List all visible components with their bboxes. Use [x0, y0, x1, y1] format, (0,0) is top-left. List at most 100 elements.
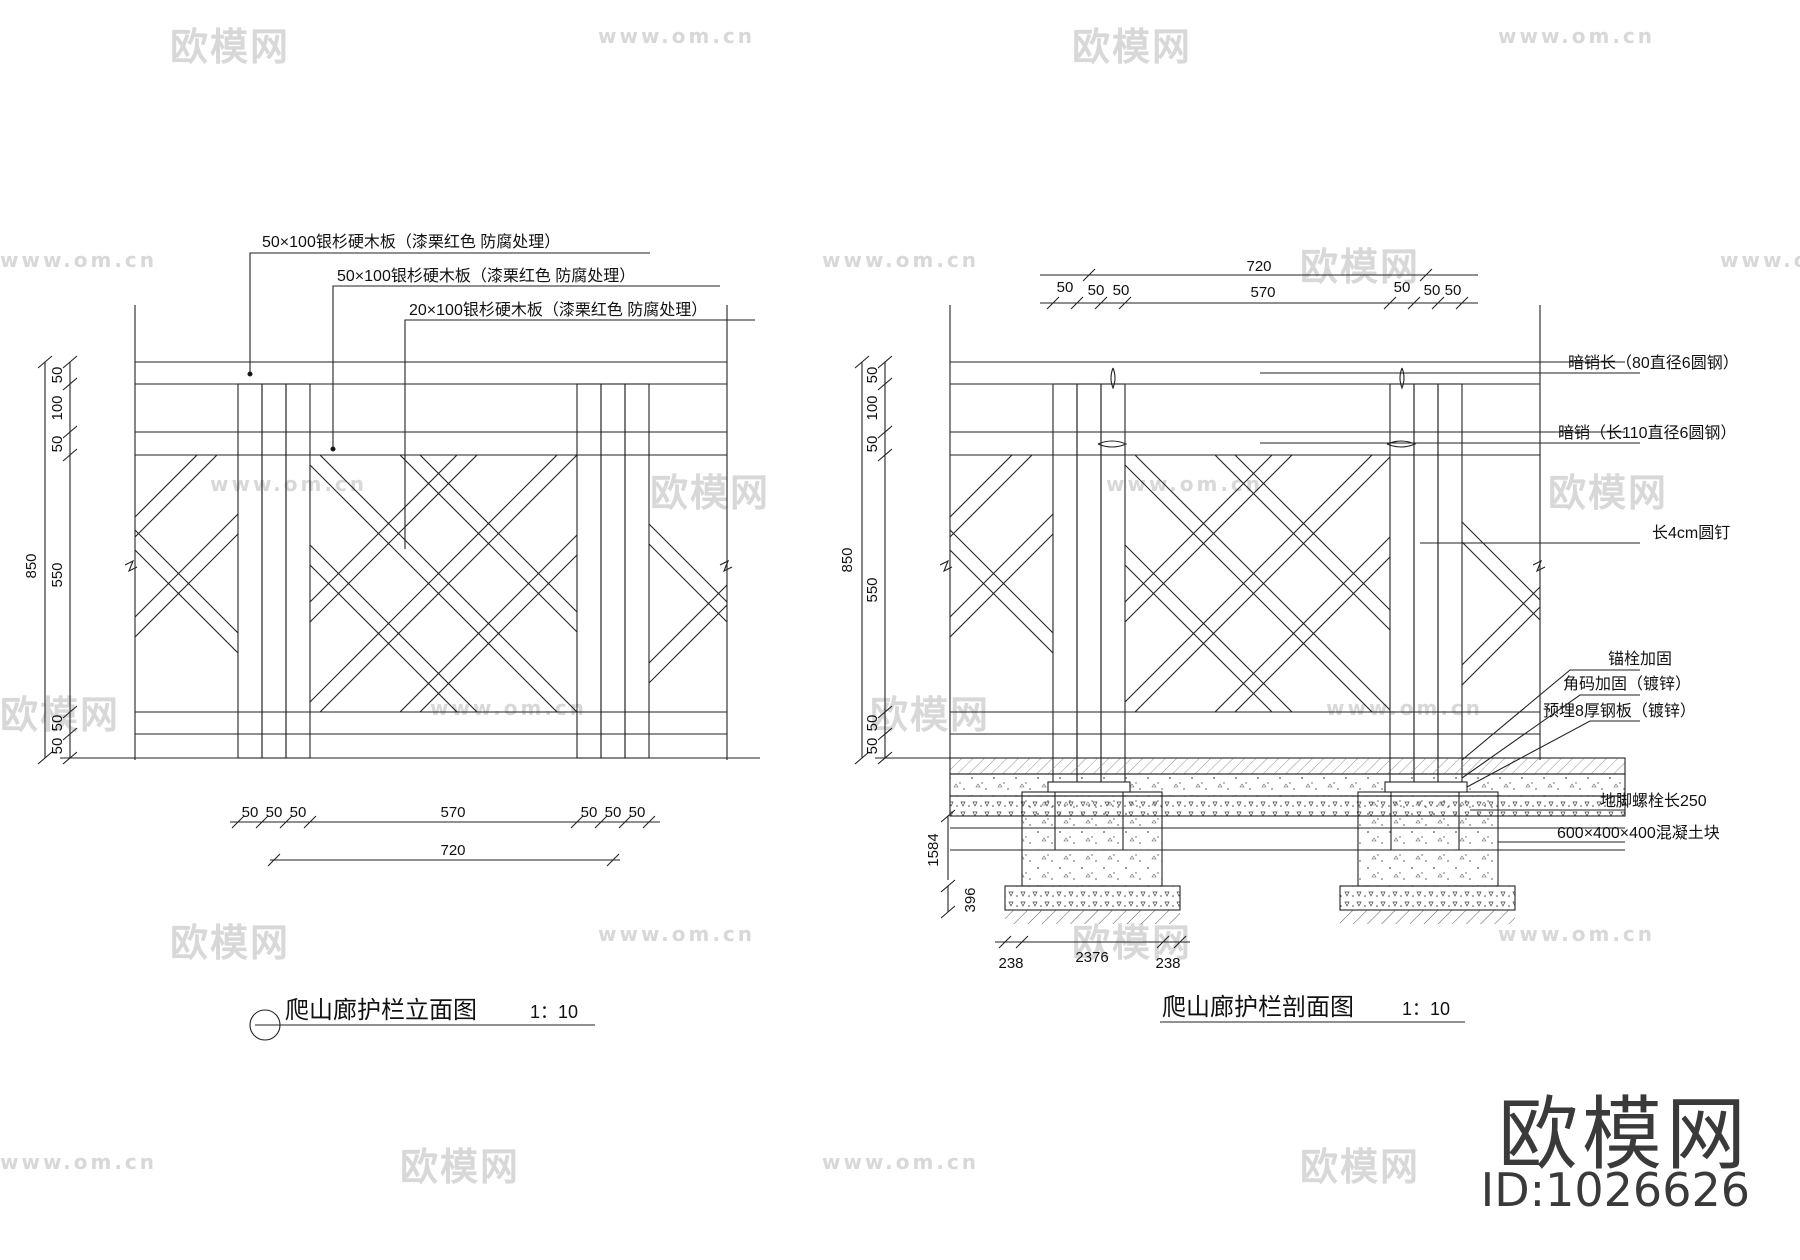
dim-ticks-top [1046, 268, 1469, 310]
dim-text: 50 [864, 436, 881, 453]
lattice-middle [1125, 455, 1390, 712]
watermark-url: www.om.cn [1720, 248, 1800, 272]
watermark-url: www.om.cn [210, 472, 368, 496]
dim-text: 50 [1057, 279, 1074, 296]
dim-text: 238 [1155, 955, 1180, 972]
dim-text: 720 [1246, 258, 1271, 275]
paving-layer [949, 757, 1626, 775]
view-symbol [249, 1009, 281, 1041]
leader-dot [247, 371, 253, 377]
watermark-logo: 欧模网 [650, 471, 771, 515]
dim-text: 396 [962, 887, 979, 912]
dim-text: 50 [1113, 282, 1130, 299]
lattice-left [950, 455, 1053, 654]
concrete-block-right [1357, 791, 1499, 887]
dim-text: 50 [629, 804, 646, 821]
dim-text: 50 [49, 436, 66, 453]
section-labels: 720 570 50 50 50 50 50 50 850 50 100 50 … [839, 258, 1739, 1021]
embedded-plate-left [1047, 781, 1131, 793]
drawing-scale: 1：10 [1402, 999, 1450, 1019]
post-right-b [600, 383, 626, 759]
watermark-logo: 欧模网 [1300, 245, 1421, 289]
dim-ticks-bottom [231, 815, 656, 867]
watermark-url: www.om.cn [430, 696, 588, 720]
dim-text: 550 [49, 562, 66, 587]
dim-text: 50 [1445, 282, 1462, 299]
dim-text: 50 [242, 804, 259, 821]
watermark-logo: 欧模网 [400, 1145, 521, 1189]
dim-ticks-footing [998, 935, 1187, 949]
watermark-logo: 欧模网 [170, 25, 291, 69]
post-left-a [1052, 383, 1078, 785]
watermark-url: www.om.cn [0, 248, 158, 272]
watermark-logo: 欧模网 [0, 693, 121, 737]
post-right-b [1413, 383, 1439, 785]
callout-leader [249, 252, 650, 374]
callout-text: 暗销（长110直径6圆钢） [1558, 424, 1736, 442]
watermark-url: www.om.cn [822, 1150, 980, 1174]
dim-text: 50 [266, 804, 283, 821]
dim-text: 570 [440, 804, 465, 821]
lattice-middle [310, 455, 577, 712]
callout-text: 长4cm圆钉 [1652, 524, 1730, 542]
dowel-pin-mark [1386, 440, 1417, 448]
post-left-b [1076, 383, 1102, 785]
watermark-url: www.om.cn [598, 922, 756, 946]
break-mark [719, 559, 733, 573]
callout-text: 暗销长（80直径6圆钢） [1568, 354, 1739, 372]
watermark-logo: 欧模网 [1072, 25, 1193, 69]
watermark-url: www.om.cn [0, 1150, 158, 1174]
dim-text: 50 [290, 804, 307, 821]
callout-text: 预埋8厚钢板（镀锌） [1543, 702, 1696, 720]
dim-text: 50 [49, 715, 66, 732]
dowel-pin-mark [1097, 440, 1128, 448]
dim-text: 2376 [1075, 949, 1108, 966]
callout-text: 50×100银杉硬木板（漆栗红色 防腐处理） [262, 233, 560, 251]
watermark-logo: 欧模网 [170, 921, 291, 965]
callout-text: 20×100银杉硬木板（漆栗红色 防腐处理） [409, 301, 707, 319]
break-mark [1532, 559, 1546, 573]
callout-leader [404, 319, 755, 549]
watermark-logo: 欧模网 [1072, 921, 1193, 965]
dim-text: 550 [864, 577, 881, 602]
dim-text: 50 [864, 715, 881, 732]
watermark-url: www.om.cn [1326, 696, 1484, 720]
lattice-right [649, 523, 727, 684]
dim-text: 50 [49, 367, 66, 384]
dim-text: 238 [998, 955, 1023, 972]
callout-leader [1461, 694, 1640, 779]
post-right-c [1437, 383, 1463, 785]
dim-text: 50 [49, 738, 66, 755]
lattice-left [135, 455, 238, 654]
drawing-title: 爬山廊护栏立面图 [285, 996, 477, 1024]
dim-ticks-vertical [854, 355, 956, 919]
dim-ticks [37, 355, 78, 765]
dim-text: 850 [839, 547, 856, 572]
watermark-logo: 欧模网 [1300, 1145, 1421, 1189]
concrete-block-left [1021, 791, 1163, 887]
dim-text: 100 [864, 395, 881, 420]
dim-text: 50 [1394, 279, 1411, 296]
callout-leader [332, 285, 720, 449]
post-left-a [237, 383, 263, 759]
brand-logo-text: 欧模网 [1498, 1088, 1750, 1181]
elevation-drawing [37, 252, 760, 1041]
watermark-logo: 欧模网 [1548, 471, 1669, 515]
callout-text: 角码加固（镀锌） [1563, 675, 1691, 693]
post-right-c [624, 383, 650, 759]
dim-text: 850 [23, 553, 40, 578]
footing-pad-left [1004, 885, 1181, 911]
earth-left [1005, 910, 1180, 924]
callout-text: 锚栓加固 [1608, 650, 1672, 668]
dim-text: 50 [1424, 282, 1441, 299]
dim-text: 50 [1088, 282, 1105, 299]
lattice-right [1462, 521, 1540, 686]
dim-text: 50 [581, 804, 598, 821]
elevation-labels: 50×100银杉硬木板（漆栗红色 防腐处理） 50×100银杉硬木板（漆栗红色 … [23, 233, 707, 1024]
embedded-plate-right [1384, 781, 1468, 793]
post-right-a [576, 383, 602, 759]
break-mark [124, 559, 138, 573]
footing-pad-right [1339, 885, 1516, 911]
dowel-pin-mark [1399, 367, 1405, 390]
